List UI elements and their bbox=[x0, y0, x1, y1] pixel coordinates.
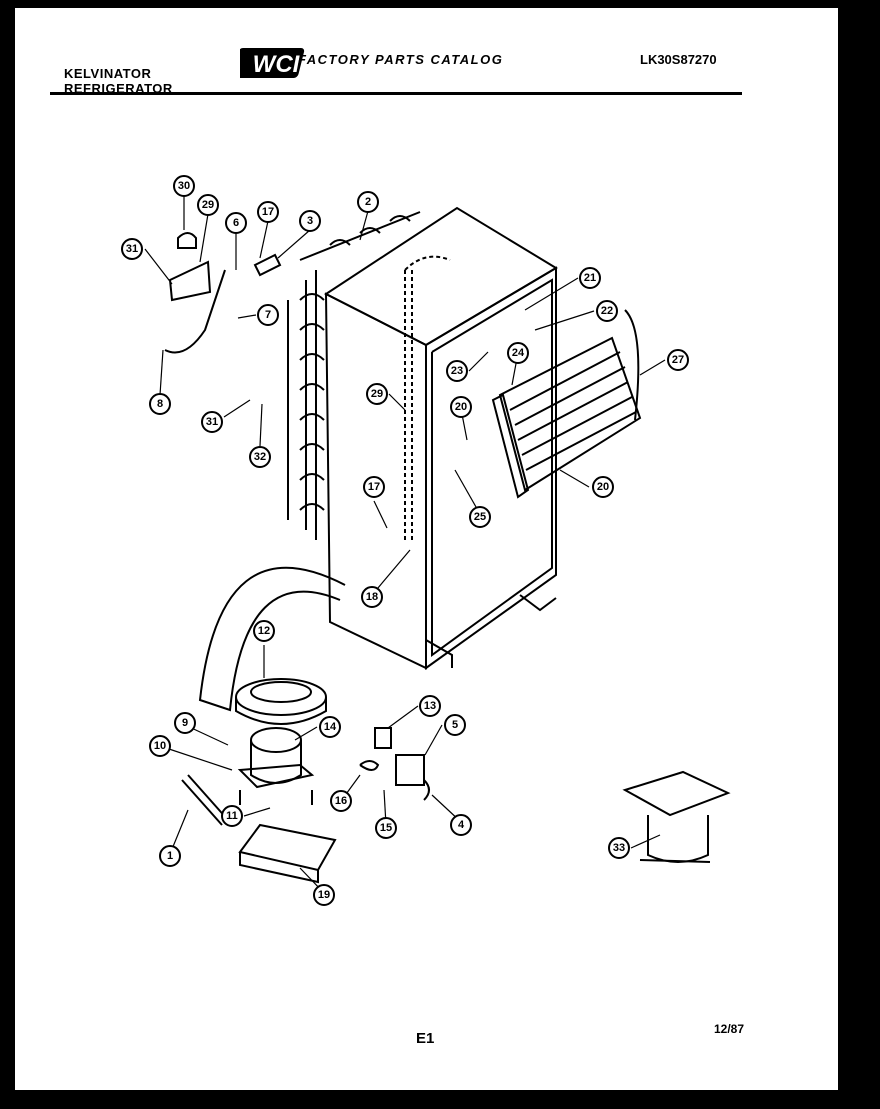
brand-name: KELVINATOR bbox=[64, 66, 152, 81]
svg-text:11: 11 bbox=[226, 810, 238, 822]
svg-text:2: 2 bbox=[365, 196, 371, 208]
control-bracket bbox=[164, 232, 282, 354]
callout-10: 10 bbox=[149, 735, 171, 757]
svg-text:8: 8 bbox=[157, 398, 163, 410]
svg-text:32: 32 bbox=[254, 451, 266, 463]
callout-22: 22 bbox=[596, 300, 618, 322]
relay-capacitor bbox=[359, 727, 430, 801]
callout-29: 29 bbox=[366, 383, 388, 405]
callout-7: 7 bbox=[257, 304, 279, 326]
svg-text:33: 33 bbox=[613, 842, 625, 854]
svg-text:21: 21 bbox=[584, 272, 596, 284]
callout-13: 13 bbox=[419, 695, 441, 717]
svg-text:29: 29 bbox=[202, 199, 214, 211]
heater-element bbox=[181, 774, 229, 826]
callout-8: 8 bbox=[149, 393, 171, 415]
svg-text:19: 19 bbox=[318, 889, 330, 901]
svg-text:3: 3 bbox=[307, 215, 313, 227]
svg-text:17: 17 bbox=[262, 206, 274, 218]
evaporator bbox=[491, 309, 642, 499]
svg-text:30: 30 bbox=[178, 180, 190, 192]
svg-text:20: 20 bbox=[597, 481, 609, 493]
svg-text:25: 25 bbox=[474, 511, 486, 523]
callout-21: 21 bbox=[579, 267, 601, 289]
callout-31: 31 bbox=[201, 411, 223, 433]
callout-19: 19 bbox=[313, 884, 335, 906]
wci-logo: WCI bbox=[240, 48, 305, 78]
svg-text:10: 10 bbox=[154, 740, 166, 752]
svg-text:23: 23 bbox=[451, 365, 463, 377]
svg-text:29: 29 bbox=[371, 388, 383, 400]
svg-text:18: 18 bbox=[366, 591, 378, 603]
callout-1: 1 bbox=[159, 845, 181, 867]
alternate-compressor bbox=[622, 770, 731, 863]
svg-text:7: 7 bbox=[265, 309, 271, 321]
svg-text:31: 31 bbox=[206, 416, 218, 428]
svg-text:12: 12 bbox=[258, 625, 270, 637]
svg-text:31: 31 bbox=[126, 243, 138, 255]
svg-text:15: 15 bbox=[380, 822, 392, 834]
callout-29: 29 bbox=[197, 194, 219, 216]
model-code: LK30S87270 bbox=[640, 52, 717, 67]
compressor bbox=[237, 727, 315, 805]
wci-logo-text: WCI bbox=[253, 51, 301, 78]
callout-20: 20 bbox=[450, 396, 472, 418]
drain-pan bbox=[235, 678, 327, 725]
svg-text:27: 27 bbox=[672, 354, 684, 366]
svg-text:9: 9 bbox=[182, 717, 188, 729]
svg-text:17: 17 bbox=[368, 481, 380, 493]
refrigerator-cabinet bbox=[324, 206, 558, 670]
callout-31: 31 bbox=[121, 238, 143, 260]
callout-20: 20 bbox=[592, 476, 614, 498]
mounting-base bbox=[238, 823, 337, 884]
page-label: E1 bbox=[416, 1030, 435, 1047]
callout-33: 33 bbox=[608, 837, 630, 859]
callout-27: 27 bbox=[667, 349, 689, 371]
callout-16: 16 bbox=[330, 790, 352, 812]
revision-date: 12/87 bbox=[714, 1022, 745, 1036]
header-rule bbox=[50, 92, 742, 95]
callout-24: 24 bbox=[507, 342, 529, 364]
svg-text:20: 20 bbox=[455, 401, 467, 413]
condenser-coil bbox=[287, 211, 421, 540]
callout-11: 11 bbox=[221, 805, 243, 827]
callout-4: 4 bbox=[450, 814, 472, 836]
svg-text:22: 22 bbox=[601, 305, 613, 317]
callout-5: 5 bbox=[444, 714, 466, 736]
callout-2: 2 bbox=[357, 191, 379, 213]
catalog-title: FACTORY PARTS CATALOG bbox=[298, 52, 504, 67]
callout-30: 30 bbox=[173, 175, 195, 197]
callout-25: 25 bbox=[469, 506, 491, 528]
svg-text:5: 5 bbox=[452, 719, 458, 731]
svg-text:1: 1 bbox=[167, 850, 173, 862]
callout-14: 14 bbox=[319, 716, 341, 738]
callout-17: 17 bbox=[257, 201, 279, 223]
callout-18: 18 bbox=[361, 586, 383, 608]
svg-text:16: 16 bbox=[335, 795, 347, 807]
callout-3: 3 bbox=[299, 210, 321, 232]
return-tube bbox=[198, 566, 346, 712]
callout-32: 32 bbox=[249, 446, 271, 468]
callout-23: 23 bbox=[446, 360, 468, 382]
callout-17: 17 bbox=[363, 476, 385, 498]
drain-tube bbox=[404, 255, 451, 540]
callout-6: 6 bbox=[225, 212, 247, 234]
svg-text:24: 24 bbox=[512, 347, 525, 359]
callout-15: 15 bbox=[375, 817, 397, 839]
callout-9: 9 bbox=[174, 712, 196, 734]
svg-text:6: 6 bbox=[233, 217, 239, 229]
svg-text:4: 4 bbox=[458, 819, 465, 831]
svg-text:13: 13 bbox=[424, 700, 436, 712]
callout-12: 12 bbox=[253, 620, 275, 642]
svg-text:14: 14 bbox=[324, 721, 337, 733]
